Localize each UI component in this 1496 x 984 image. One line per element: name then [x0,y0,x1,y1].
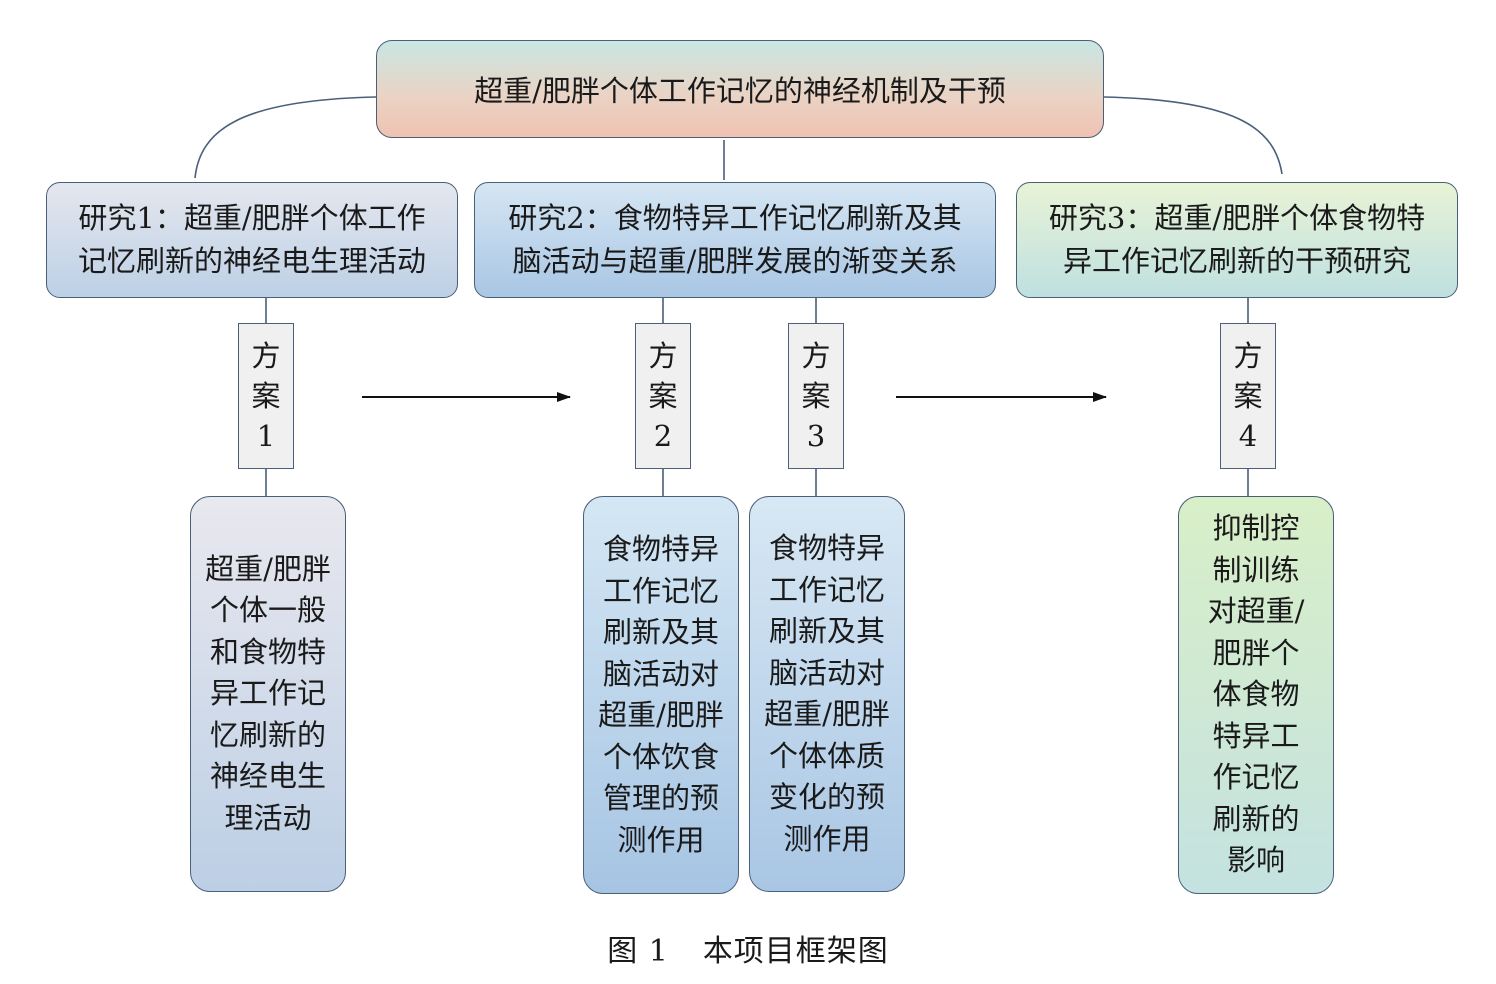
plan-4-char-1: 方 [1233,339,1263,373]
study-2-box: 研究2：食物特异工作记忆刷新及其脑活动与超重/肥胖发展的渐变关系 [474,182,996,298]
detail-1-line: 神经电生 [209,759,326,794]
detail-4-line: 制训练 [1212,552,1300,587]
plan-1-char-1: 方 [251,339,281,373]
detail-3-line: 变化的预 [768,780,885,814]
detail-4-line: 肥胖个 [1212,635,1300,670]
curve-left [194,96,377,179]
detail-2-line: 个体饮食 [602,739,719,774]
study-3-box: 研究3：超重/肥胖个体食物特异工作记忆刷新的干预研究 [1016,182,1458,298]
detail-1-line: 超重/肥胖 [205,551,331,586]
study-2-line-2: 脑活动与超重/肥胖发展的渐变关系 [512,244,958,278]
study-1-line-1: 研究1：超重/肥胖个体工作 [78,201,426,235]
plan-2-number: 2 [653,419,673,453]
plan-4-char-2: 案 [1233,379,1263,413]
detail-4-line: 抑制控 [1212,511,1300,546]
plan-1-box: 方 案 1 [238,323,294,469]
detail-3-line: 超重/肥胖 [764,697,890,731]
plan-2-box: 方 案 2 [635,323,691,469]
detail-4-line: 刷新的 [1212,801,1300,836]
detail-1-line: 个体一般 [209,593,326,628]
plan-1-char-2: 案 [251,379,281,413]
study-2-line-1: 研究2：食物特异工作记忆刷新及其 [508,201,962,235]
detail-1-box: 超重/肥胖 个体一般 和食物特 异工作记 忆刷新的 神经电生 理活动 [190,496,346,892]
detail-4-line: 作记忆 [1212,760,1300,795]
detail-4-box: 抑制控 制训练 对超重/ 肥胖个 体食物 特异工 作记忆 刷新的 影响 [1178,496,1334,894]
detail-4-line: 影响 [1226,843,1285,878]
detail-1-line: 异工作记 [209,676,326,711]
plan-3-char-2: 案 [801,379,831,413]
detail-4-line: 特异工 [1212,718,1300,753]
detail-4-line: 体食物 [1212,677,1300,712]
plan-2-char-1: 方 [648,339,678,373]
detail-2-line: 管理的预 [602,781,719,815]
detail-3-line: 个体体质 [768,738,885,773]
detail-3-line: 脑活动对 [768,655,885,690]
detail-2-line: 刷新及其 [602,615,719,649]
study-1-line-2: 记忆刷新的神经电生理活动 [77,244,426,278]
detail-3-line: 工作记忆 [768,572,885,607]
main-title: 超重/肥胖个体工作记忆的神经机制及干预 [474,74,1006,108]
caption-text: 本项目框架图 [702,934,889,969]
detail-3-line: 食物特异 [768,531,885,565]
plan-4-number: 4 [1238,419,1258,453]
curve-right [1103,96,1283,175]
detail-1-line: 理活动 [224,800,312,835]
detail-4-line: 对超重/ [1207,594,1305,629]
detail-1-line: 和食物特 [209,634,326,669]
main-title-box: 超重/肥胖个体工作记忆的神经机制及干预 [376,40,1104,138]
detail-3-line: 刷新及其 [768,614,885,648]
detail-2-box: 食物特异 工作记忆 刷新及其 脑活动对 超重/肥胖 个体饮食 管理的预 测作用 [583,496,739,894]
detail-2-line: 超重/肥胖 [598,698,724,732]
plan-3-number: 3 [806,419,826,453]
study-3-line-2: 异工作记忆刷新的干预研究 [1062,244,1411,278]
detail-2-line: 脑活动对 [602,656,719,691]
detail-2-line: 测作用 [617,822,705,857]
study-1-box: 研究1：超重/肥胖个体工作记忆刷新的神经电生理活动 [46,182,458,298]
detail-2-line: 食物特异 [602,532,719,566]
plan-3-char-1: 方 [801,339,831,373]
caption-label: 图 1 [607,934,669,969]
study-3-line-1: 研究3：超重/肥胖个体食物特 [1048,201,1426,235]
detail-2-line: 工作记忆 [602,573,719,608]
plan-3-box: 方 案 3 [788,323,844,469]
detail-3-box: 食物特异 工作记忆 刷新及其 脑活动对 超重/肥胖 个体体质 变化的预 测作用 [749,496,905,892]
plan-4-box: 方 案 4 [1220,323,1276,469]
plan-2-char-2: 案 [648,379,678,413]
figure-caption: 图 1 本项目框架图 [0,926,1496,970]
detail-1-line: 忆刷新的 [209,717,326,752]
plan-1-number: 1 [256,419,276,453]
detail-3-line: 测作用 [783,821,871,856]
